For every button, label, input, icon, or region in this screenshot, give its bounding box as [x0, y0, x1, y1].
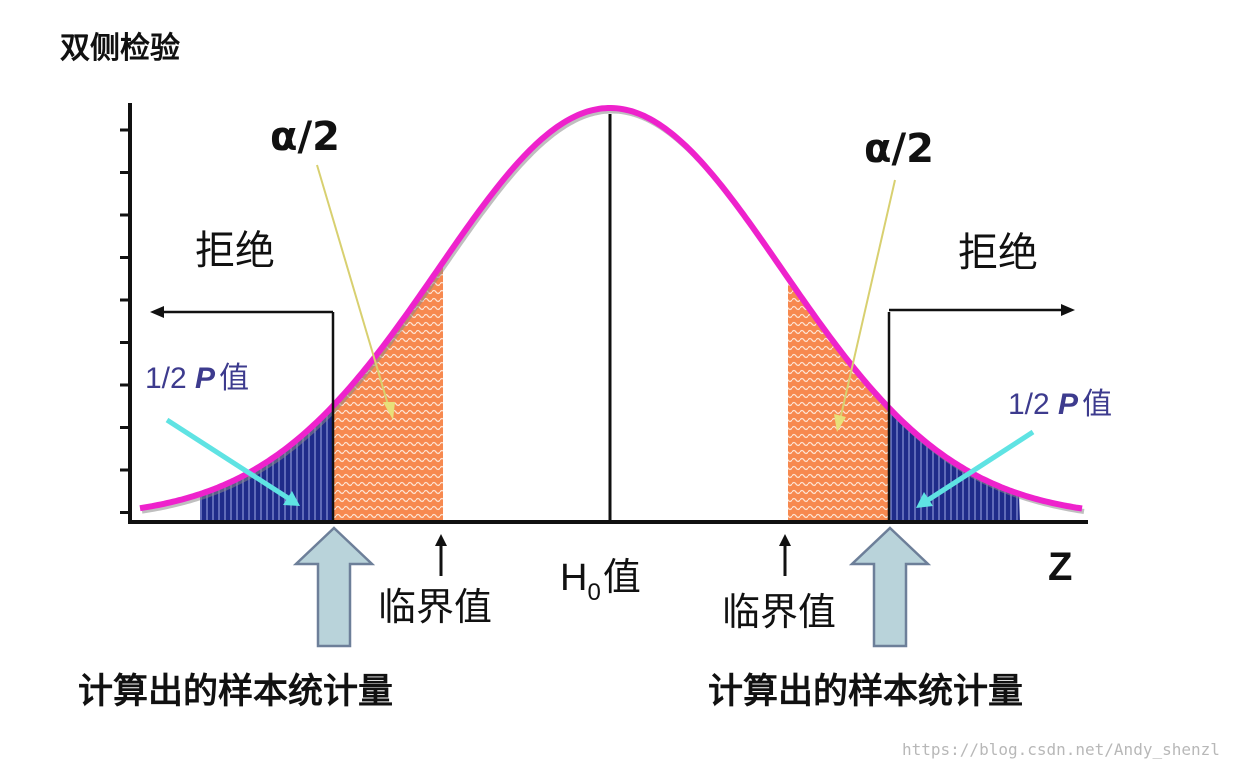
statistic-label-right: 计算出的样本统计量	[708, 672, 1023, 712]
reject-label-right: 拒绝	[958, 230, 1038, 276]
normal-curve	[139, 105, 1083, 512]
p-pointer-left	[165, 417, 300, 506]
shaded-regions	[200, 262, 1020, 522]
alpha-pointer-right	[834, 179, 896, 432]
alpha-half-label-right: α/2	[864, 126, 934, 172]
alpha-pointer-left	[316, 164, 395, 420]
statistic-block-arrow-left	[292, 526, 376, 648]
critical-value-label-right: 临界值	[722, 590, 836, 634]
z-axis-label: Z	[1048, 545, 1072, 589]
left-reject-arrow	[150, 306, 333, 318]
critical-arrow-left	[435, 534, 447, 576]
axes	[120, 103, 1088, 524]
page-title: 双侧检验	[60, 31, 180, 66]
reject-label-left: 拒绝	[195, 228, 275, 274]
watermark: https://blog.csdn.net/Andy_shenzl	[902, 740, 1220, 759]
alpha-half-label-left: α/2	[270, 114, 340, 160]
statistic-block-arrow-right	[848, 526, 932, 648]
h0-value-label: H0值	[560, 555, 641, 606]
p-pointer-right	[916, 429, 1035, 508]
alpha-region-right	[788, 278, 889, 522]
critical-arrow-right	[779, 534, 791, 576]
right-reject-arrow	[889, 304, 1075, 316]
alpha-region-left	[333, 262, 443, 522]
y-axis-ticks	[120, 128, 130, 514]
statistic-label-left: 计算出的样本统计量	[78, 672, 393, 712]
critical-value-label-left: 临界值	[378, 585, 492, 629]
